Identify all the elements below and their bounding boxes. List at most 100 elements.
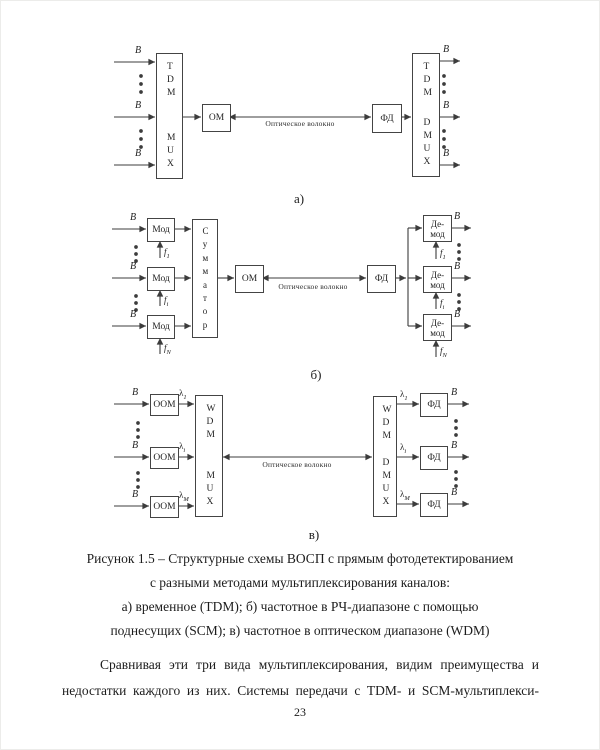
- body-paragraph-line-2: недостатки каждого из них. Системы перед…: [62, 683, 539, 698]
- demodulator-box-3: Де- мод: [423, 314, 452, 341]
- wdm-mux-label-bottom: MUX: [206, 471, 215, 507]
- fd-label: ФД: [374, 274, 389, 284]
- subcarrier-freq-label-n: fN: [440, 346, 447, 359]
- subcarrier-freq-label-n: fN: [164, 343, 171, 356]
- wdm-dmux-label-bottom: DMUX: [382, 458, 391, 507]
- subcarrier-freq-label-1: f1: [440, 248, 446, 261]
- diagram-b-wires: [112, 224, 472, 357]
- bit-label: B: [443, 100, 450, 111]
- subfigure-label-b: б): [310, 367, 322, 382]
- lambda-sub: M: [183, 495, 189, 503]
- photodetector-box-b: ФД: [367, 265, 396, 293]
- wavelength-label-1: λ1: [400, 389, 408, 402]
- demodulator-box-1: Де- мод: [423, 215, 452, 242]
- wavelength-label-m: λM: [179, 490, 189, 503]
- wavelength-label-i: λi: [400, 442, 407, 455]
- bit-label: B: [443, 44, 450, 55]
- wavelength-label-m: λM: [400, 489, 410, 502]
- modulator-box-3: Мод: [147, 315, 175, 339]
- freq-sub: 1: [442, 253, 446, 261]
- freq-base: f: [164, 343, 167, 353]
- bit-label: B: [132, 489, 139, 500]
- lambda-sub: 1: [183, 393, 187, 401]
- demod-label-bottom: мод: [430, 228, 445, 239]
- lambda-base: λ: [179, 388, 184, 398]
- bit-label: B: [135, 100, 142, 111]
- freq-sub: i: [166, 300, 169, 308]
- demod-label-bottom: мод: [430, 279, 445, 290]
- subcarrier-freq-label-1: f1: [164, 247, 170, 260]
- body-paragraph-line-1: Сравнивая эти три вида мультиплексирован…: [100, 657, 539, 672]
- tdm-dmux-label-top: TDM: [423, 62, 432, 98]
- freq-sub: N: [442, 351, 447, 359]
- freq-base: f: [440, 298, 443, 308]
- lambda-base: λ: [400, 489, 405, 499]
- bit-label: B: [454, 211, 461, 222]
- lambda-base: λ: [179, 490, 184, 500]
- mod-label: Мод: [152, 225, 170, 235]
- tdm-dmux-label-bottom: DMUX: [423, 118, 432, 167]
- optical-modulator-box-a: ОМ: [202, 104, 231, 132]
- bit-label: B: [130, 212, 137, 223]
- bit-label: B: [451, 440, 458, 451]
- subcarrier-freq-label-i: fi: [164, 295, 169, 308]
- wdm-mux-box: WDM MUX: [195, 395, 223, 517]
- demod-label-top: Де-: [430, 269, 445, 280]
- oom-label: ООМ: [153, 502, 176, 512]
- wdm-mux-label-top: WDM: [206, 404, 216, 440]
- fd-label: ФД: [427, 453, 441, 463]
- fd-label: ФД: [380, 113, 394, 124]
- oom-label: ООМ: [153, 400, 176, 410]
- bit-label: B: [454, 309, 461, 320]
- photodetector-box-c3: ФД: [420, 493, 448, 517]
- freq-base: f: [164, 247, 167, 257]
- freq-sub: i: [442, 303, 445, 311]
- wdm-dmux-label-top: WDM: [382, 405, 392, 441]
- lambda-sub: i: [404, 447, 407, 455]
- wavelength-label-i: λi: [179, 441, 186, 454]
- diagram-c-wires: [114, 400, 470, 510]
- om-label: ОМ: [241, 274, 258, 284]
- photodetector-box-c1: ФД: [420, 393, 448, 417]
- oom-label: ООМ: [153, 453, 176, 463]
- oom-box-3: ООМ: [150, 496, 179, 518]
- om-label: ОМ: [208, 113, 225, 123]
- tdm-mux-label-bottom: MUX: [167, 133, 176, 169]
- bit-label: B: [451, 387, 458, 398]
- freq-base: f: [440, 248, 443, 258]
- mod-label: Мод: [152, 274, 170, 284]
- modulator-box-2: Мод: [147, 267, 175, 291]
- photodetector-box-a: ФД: [372, 104, 402, 133]
- subfigure-label-v: в): [308, 527, 320, 542]
- lambda-sub: M: [404, 494, 410, 502]
- bit-label: B: [132, 440, 139, 451]
- figure-caption-line-4: поднесущих (SCM); в) частотное в оптичес…: [110, 623, 490, 638]
- wavelength-label-1: λ1: [179, 388, 187, 401]
- bit-label: B: [130, 309, 137, 320]
- lambda-sub: i: [183, 446, 186, 454]
- modulator-box-1: Мод: [147, 218, 175, 242]
- freq-sub: 1: [166, 252, 170, 260]
- freq-sub: N: [166, 348, 171, 356]
- bit-label: B: [443, 148, 450, 159]
- summator-label: Сумматор: [202, 225, 209, 330]
- bit-label: B: [135, 148, 142, 159]
- oom-box-1: ООМ: [150, 394, 179, 416]
- lambda-base: λ: [179, 441, 184, 451]
- oom-box-2: ООМ: [150, 447, 179, 469]
- lambda-sub: 1: [404, 394, 408, 402]
- lambda-base: λ: [400, 389, 405, 399]
- fd-label: ФД: [427, 500, 441, 510]
- freq-base: f: [164, 295, 167, 305]
- subfigure-label-a: а): [293, 191, 305, 206]
- fiber-label-b: Оптическое волокно: [278, 282, 348, 291]
- subcarrier-freq-label-i: fi: [440, 298, 445, 311]
- tdm-dmux-box: TDM DMUX: [412, 53, 440, 177]
- demodulator-box-2: Де- мод: [423, 266, 452, 293]
- wdm-dmux-box: WDM DMUX: [373, 396, 397, 517]
- figure-caption-line-2: с разными методами мультиплексирования к…: [149, 575, 451, 590]
- lambda-base: λ: [400, 442, 405, 452]
- freq-base: f: [440, 346, 443, 356]
- summator-box: Сумматор: [192, 219, 218, 338]
